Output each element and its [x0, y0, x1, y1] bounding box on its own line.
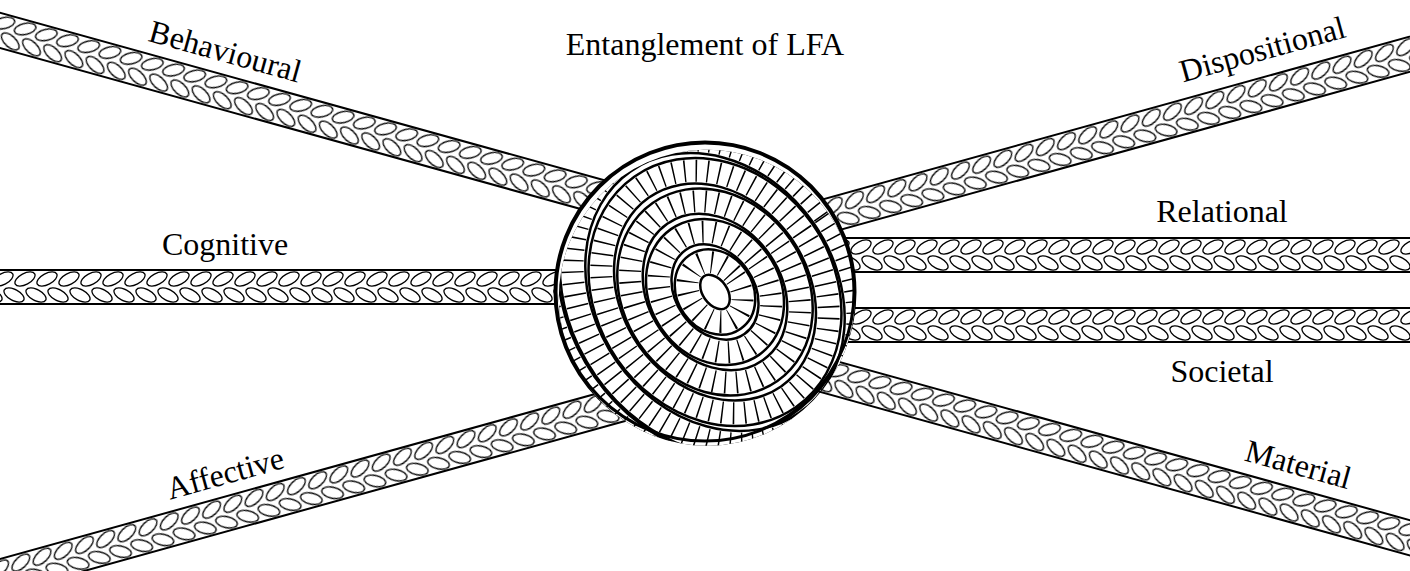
rope-label: Affective — [162, 441, 287, 507]
rope-label: Behavioural — [145, 14, 305, 90]
diagram-title: Entanglement of LFA — [566, 27, 844, 62]
rope-label: Societal — [1170, 354, 1273, 389]
rope — [0, 376, 668, 571]
knot — [475, 45, 955, 540]
rope-label: Material — [1241, 434, 1355, 497]
rope-label: Relational — [1156, 194, 1288, 229]
rope-label: Dispositional — [1175, 10, 1349, 90]
rope-label: Cognitive — [162, 227, 288, 262]
rope — [735, 336, 1410, 561]
